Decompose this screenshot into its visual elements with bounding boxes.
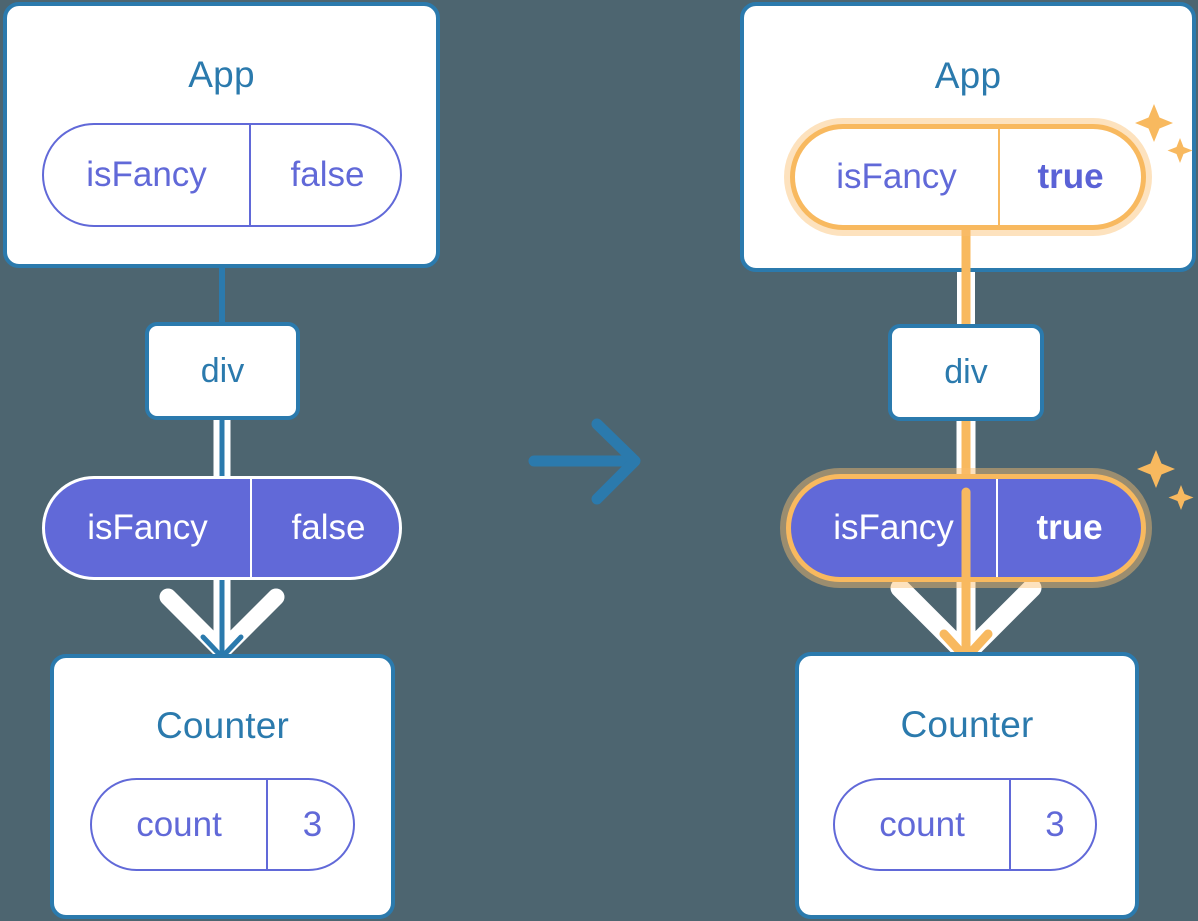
right-div-label: div xyxy=(944,353,988,391)
right-app-state-pill-value: true xyxy=(1037,157,1104,196)
arrow-right-icon xyxy=(528,418,641,505)
right-div-box: div xyxy=(888,324,1044,421)
right-prop-pill-value: true xyxy=(1036,508,1103,547)
left-prop-pill-value: false xyxy=(291,508,366,547)
left-counter-state-pill: count 3 xyxy=(90,778,355,871)
left-prop-pill-name: isFancy xyxy=(45,479,252,577)
right-counter-state-pill-name: count xyxy=(835,780,1011,869)
right-prop-pill-name: isFancy xyxy=(791,479,998,577)
left-counter-state-pill-name: count xyxy=(92,780,268,869)
right-app-title: App xyxy=(934,55,1002,96)
left-counter-state-pill-value: 3 xyxy=(302,804,323,844)
right-orange-arrow xyxy=(939,487,993,663)
left-app-state-pill-value: false xyxy=(290,155,365,194)
right-counter-state-pill: count 3 xyxy=(833,778,1097,871)
right-counter-title: Counter xyxy=(900,704,1034,745)
right-counter-state-pill-value: 3 xyxy=(1045,804,1065,844)
left-app-title: App xyxy=(188,54,255,95)
left-app-state-pill-name: isFancy xyxy=(44,125,251,225)
left-div-box: div xyxy=(145,322,300,420)
left-app-state-pill: isFancy false xyxy=(42,123,402,227)
left-div-label: div xyxy=(200,351,245,390)
left-prop-pill: isFancy false xyxy=(42,476,402,580)
left-counter-title: Counter xyxy=(155,705,290,746)
right-app-state-pill-name: isFancy xyxy=(795,129,1000,225)
right-app-state-pill: isFancy true xyxy=(790,124,1146,230)
